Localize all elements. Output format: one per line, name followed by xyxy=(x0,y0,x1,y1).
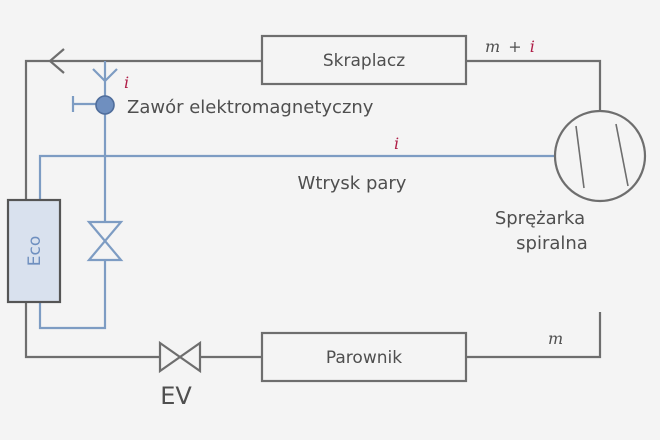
flow-i: i xyxy=(530,37,535,56)
injection-circuit xyxy=(38,61,555,330)
compressor-label-line2: spiralna xyxy=(516,233,588,254)
bottom-right-line xyxy=(466,312,602,359)
economizer: Eco xyxy=(6,198,62,304)
injection-line xyxy=(38,154,555,200)
flow-arrow-icon xyxy=(48,48,65,74)
injection-flow-label: i xyxy=(394,134,399,153)
flow-m: m xyxy=(485,37,500,56)
solenoid-valve-icon xyxy=(95,95,115,115)
compressor-label-line1: Sprężarka xyxy=(495,208,585,229)
branch-arrow-icon xyxy=(92,68,118,83)
evaporator: Parownik xyxy=(260,331,468,383)
eco-return-line xyxy=(38,260,107,330)
branch-flow-label: i xyxy=(124,73,129,92)
expansion-valve-label: EV xyxy=(160,382,192,410)
top-right-line xyxy=(466,59,602,112)
evaporator-flow-label: m xyxy=(548,329,563,348)
expansion-valve-icon xyxy=(158,340,202,374)
left-lower-line xyxy=(24,302,160,359)
evaporator-label: Parownik xyxy=(326,348,402,368)
main-circuit xyxy=(24,48,602,359)
compressor-icon xyxy=(553,109,647,203)
flow-plus: + xyxy=(508,37,521,56)
condenser-outlet-flow-label: m + i xyxy=(485,37,535,56)
condenser: Skraplacz xyxy=(260,34,468,86)
solenoid-valve-label: Zawór elektromagnetyczny xyxy=(127,97,374,118)
vapor-injection-label: Wtrysk pary xyxy=(298,173,407,194)
injection-valve-icon xyxy=(86,220,124,262)
condenser-label: Skraplacz xyxy=(323,51,405,71)
economizer-label: Eco xyxy=(25,236,45,267)
top-line xyxy=(24,59,262,200)
